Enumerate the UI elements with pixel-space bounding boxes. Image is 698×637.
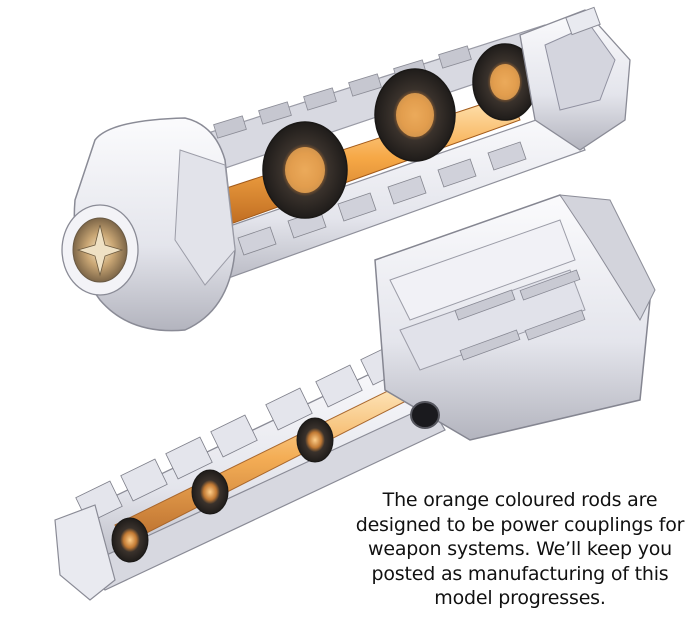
upper-coupling-rings	[262, 43, 538, 219]
upper-rear-housing	[519, 6, 631, 151]
lower-coupling-rings	[111, 417, 334, 563]
caption-line: weapon systems. We’ll keep you	[367, 538, 673, 560]
lower-rear-block	[374, 194, 656, 441]
caption-line: model progresses.	[434, 587, 606, 609]
caption-line: designed to be power couplings for	[355, 513, 685, 536]
caption-line: The orange coloured rods are	[382, 489, 658, 511]
lower-weapon-assembly	[54, 194, 656, 601]
upper-front-cap	[61, 117, 236, 332]
upper-weapon-assembly	[61, 6, 631, 332]
caption-line: posted as manufacturing of this	[371, 562, 669, 585]
caption-text: The orange coloured rods are designed to…	[355, 488, 685, 611]
